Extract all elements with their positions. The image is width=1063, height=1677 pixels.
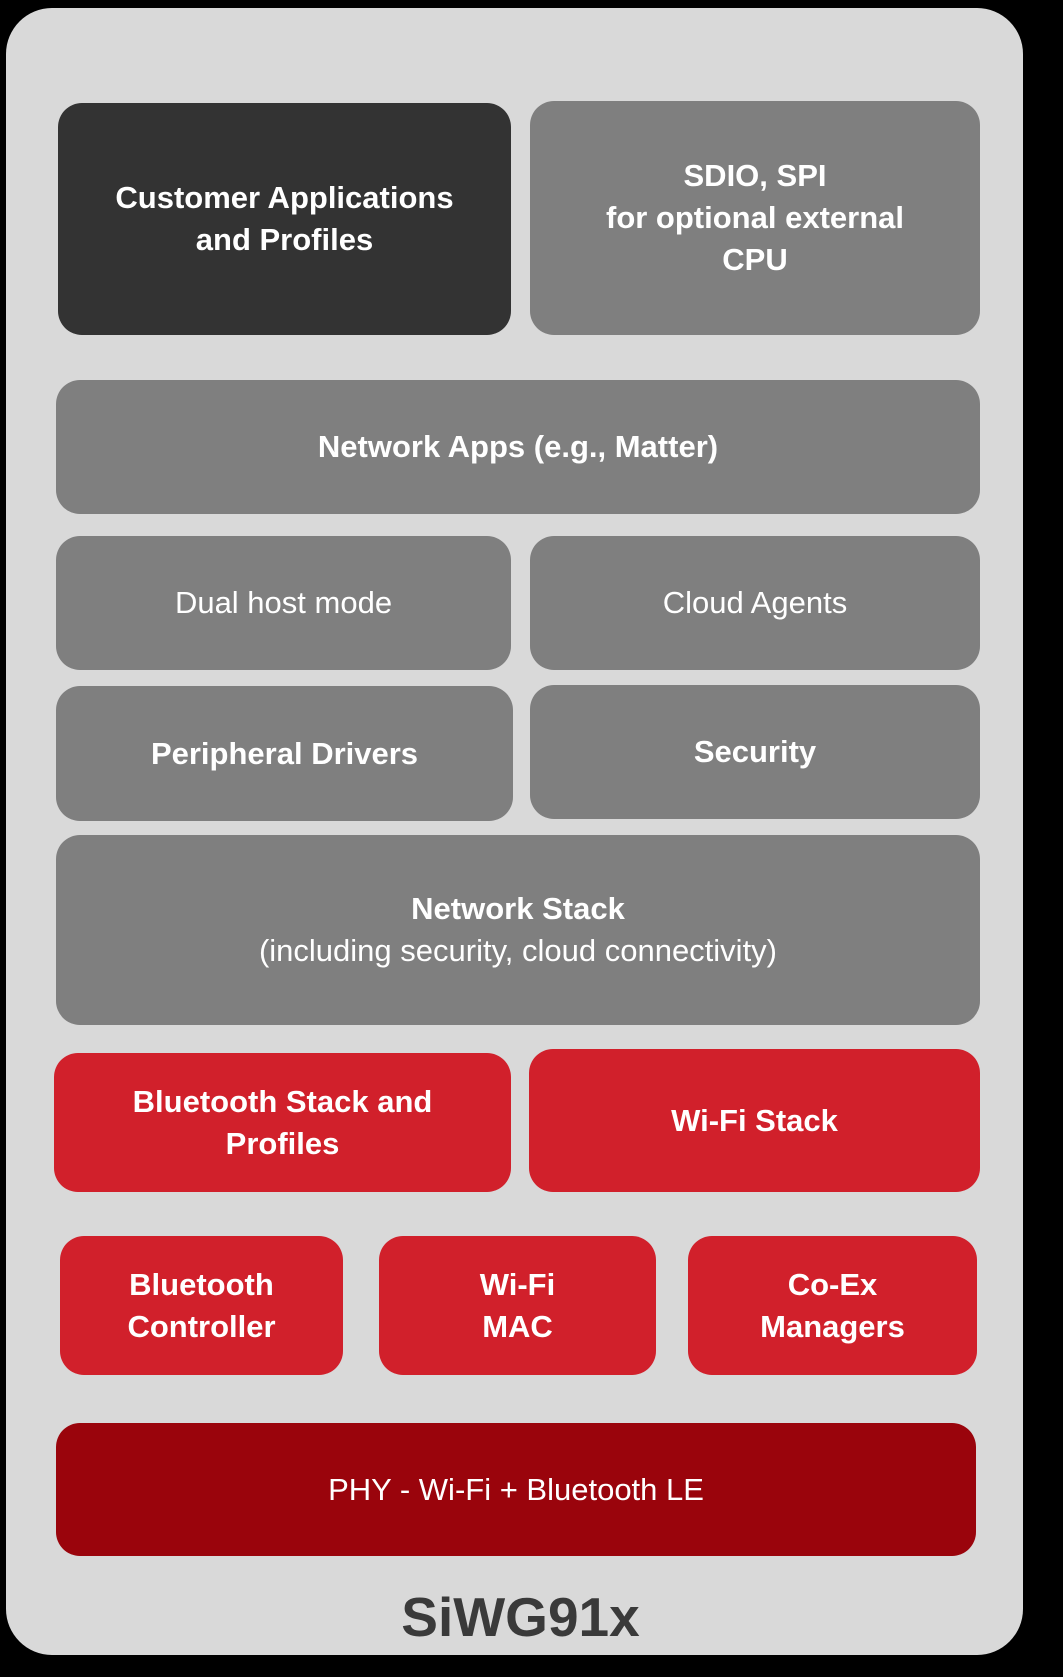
- block-label-line: for optional external: [606, 200, 904, 235]
- block-label-line: Managers: [760, 1308, 905, 1344]
- block-label-line: Security: [693, 734, 817, 769]
- block-network-stack: Network Stack (including security, cloud…: [56, 835, 980, 1025]
- block-bluetooth-controller: Bluetooth Controller: [60, 1236, 343, 1375]
- block-sublabel-line: (including security, cloud connectivity): [258, 933, 778, 968]
- block-label-line: Customer Applications: [115, 180, 454, 215]
- block-label-line: MAC: [482, 1308, 553, 1344]
- block-customer-applications: Customer Applications and Profiles: [58, 103, 511, 335]
- block-phy-wifi-bluetooth-le: PHY - Wi-Fi + Bluetooth LE: [56, 1423, 976, 1556]
- block-dual-host-mode: Dual host mode: [56, 536, 511, 670]
- block-wifi-mac: Wi-Fi MAC: [379, 1236, 656, 1375]
- block-label-line: Network Stack: [411, 891, 625, 926]
- block-label-line: Wi-Fi Stack: [671, 1102, 838, 1138]
- block-label-line: Dual host mode: [174, 585, 393, 620]
- block-label-line: Wi-Fi: [479, 1266, 556, 1302]
- block-label-line: Cloud Agents: [662, 585, 848, 620]
- block-cloud-agents: Cloud Agents: [530, 536, 980, 670]
- chip-boundary-panel: Customer Applications and Profiles SDIO,…: [6, 8, 1023, 1655]
- block-label-line: Co-Ex: [787, 1266, 878, 1302]
- chip-name-label: SiWG91x: [401, 1586, 640, 1648]
- block-wifi-stack: Wi-Fi Stack: [529, 1049, 980, 1192]
- block-network-apps: Network Apps (e.g., Matter): [56, 380, 980, 514]
- block-label-line: Network Apps (e.g., Matter): [317, 429, 719, 464]
- block-bluetooth-stack-profiles: Bluetooth Stack and Profiles: [54, 1053, 511, 1192]
- block-label-line: Bluetooth Stack and: [132, 1083, 433, 1119]
- block-label-line: PHY - Wi-Fi + Bluetooth LE: [328, 1471, 704, 1507]
- block-peripheral-drivers: Peripheral Drivers: [56, 686, 513, 821]
- block-label-line: Bluetooth: [129, 1266, 274, 1302]
- block-label-line: and Profiles: [195, 222, 374, 257]
- block-security: Security: [530, 685, 980, 819]
- block-label-line: Peripheral Drivers: [150, 735, 419, 771]
- block-label-line: SDIO, SPI: [683, 158, 827, 193]
- block-label-line: Profiles: [225, 1125, 340, 1161]
- block-label-line: Controller: [127, 1308, 276, 1344]
- block-sdio-spi-external-cpu: SDIO, SPI for optional external CPU: [530, 101, 980, 335]
- block-label-line: CPU: [722, 242, 788, 277]
- block-coex-managers: Co-Ex Managers: [688, 1236, 977, 1375]
